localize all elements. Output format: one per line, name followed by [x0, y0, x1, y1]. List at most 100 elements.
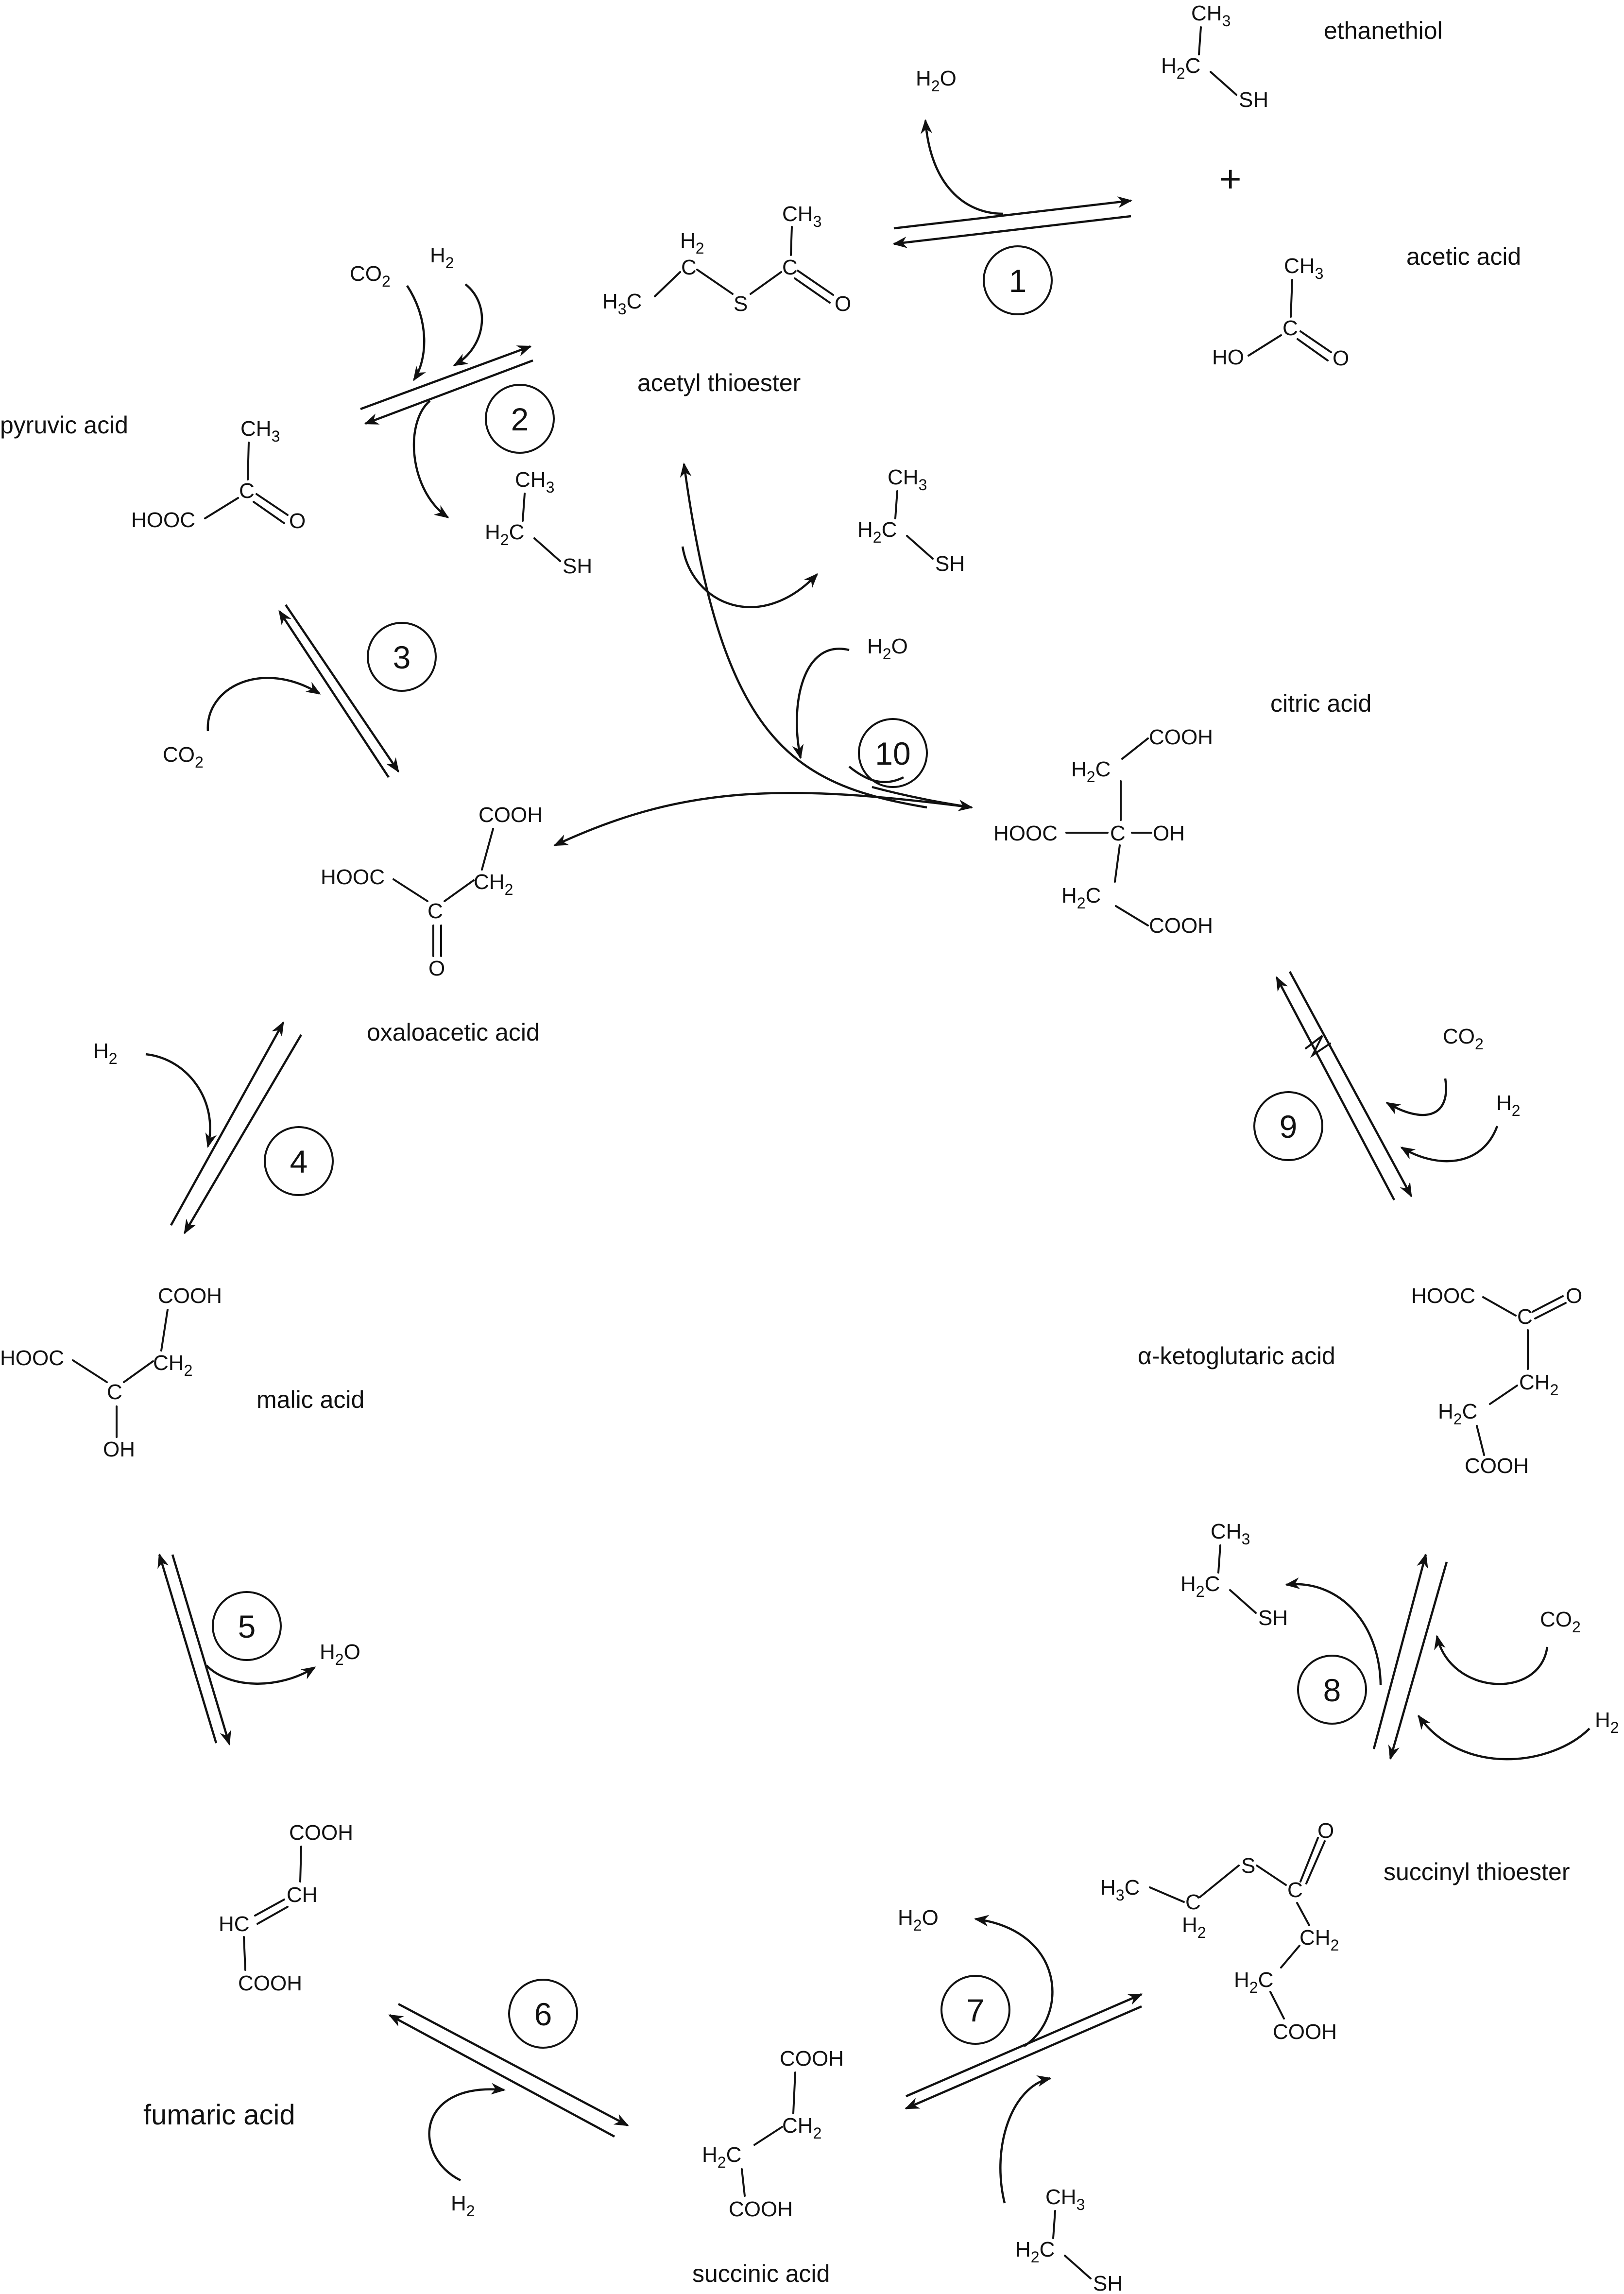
svg-text:O: O [835, 292, 851, 316]
svg-text:C: C [782, 256, 798, 279]
svg-text:10: 10 [875, 736, 910, 771]
reagent-co2-step3: CO2 [163, 743, 204, 771]
step-2-co2-uptake-arrow [406, 285, 426, 381]
svg-text:O: O [1566, 1284, 1582, 1308]
reagent-h2-step2: H2 [430, 243, 454, 272]
svg-text:CH3: CH3 [240, 417, 280, 445]
svg-text:CH3: CH3 [515, 468, 554, 496]
step-3-marker: 3 [367, 622, 437, 692]
svg-text:O: O [428, 957, 445, 980]
reagent-water-step5: H2O [320, 1640, 360, 1668]
svg-text:HOOC: HOOC [993, 822, 1058, 845]
step-6-marker: 6 [508, 1979, 578, 2049]
reagent-co2-step9: CO2 [1443, 1025, 1484, 1053]
step-2-h2-uptake-arrow [453, 283, 483, 366]
svg-text:3: 3 [393, 639, 411, 675]
step-10-ethanethiol-release-arrow [681, 546, 819, 608]
svg-text:H2C: H2C [1071, 757, 1111, 786]
svg-text:CH2: CH2 [1519, 1370, 1558, 1399]
svg-text:C: C [1517, 1305, 1533, 1329]
svg-text:COOH: COOH [479, 803, 543, 827]
step-5-water-release-arrow [205, 1664, 316, 1685]
malic-acid-structure: COOH CH2 HOOC C OH [0, 1284, 222, 1461]
svg-text:COOH: COOH [238, 1971, 302, 1995]
svg-text:COOH: COOH [1273, 2020, 1337, 2044]
step-1-marker: 1 [983, 245, 1053, 315]
step-8-ethanethiol-release-arrow [1285, 1577, 1382, 1685]
step-7-water-release-arrow [974, 1915, 1054, 2047]
svg-text:S: S [734, 292, 748, 316]
equilibrium-arrow-5 [157, 1553, 231, 1746]
svg-text:C: C [427, 899, 443, 923]
svg-text:C: C [1282, 316, 1298, 340]
alpha-ketoglutaric-acid-structure: HOOC C O CH2 H2C COOH [1411, 1284, 1582, 1478]
svg-text:H2C: H2C [1180, 1572, 1220, 1600]
label-acetyl-thioester: acetyl thioester [637, 369, 801, 396]
svg-text:COOH: COOH [1465, 1454, 1529, 1478]
svg-text:C: C [239, 479, 255, 503]
svg-text:COOH: COOH [289, 1821, 353, 1845]
step-10-water-uptake-arrow [792, 648, 850, 759]
step-8-co2-uptake-arrow [1434, 1635, 1549, 1685]
svg-text:8: 8 [1323, 1672, 1341, 1708]
svg-text:HOOC: HOOC [321, 865, 385, 889]
equilibrium-arrow-4 [170, 1021, 302, 1234]
step-9-h2-uptake-arrow [1400, 1126, 1499, 1163]
svg-text:H2C: H2C [702, 2143, 741, 2171]
equilibrium-arrow-2 [360, 345, 533, 425]
svg-text:COOH: COOH [729, 2197, 793, 2221]
svg-text:H3C: H3C [1100, 1876, 1140, 1904]
svg-text:CH3: CH3 [1045, 2185, 1085, 2213]
svg-text:CH3: CH3 [782, 202, 821, 230]
reagent-water-step10: H2O [867, 634, 908, 663]
label-fumaric-acid: fumaric acid [143, 2099, 295, 2131]
svg-text:H2: H2 [1182, 1913, 1206, 1941]
svg-text:CH3: CH3 [888, 465, 927, 494]
svg-text:H2C: H2C [485, 520, 524, 548]
svg-text:H2C: H2C [1161, 54, 1200, 82]
step-markers: 1 2 3 4 5 6 7 8 9 10 [212, 245, 1367, 2049]
side-reaction-arrows [145, 119, 1590, 2204]
succinyl-thioester-structure: S O H3C C H2 C CH2 H2C COOH [1100, 1819, 1339, 2044]
svg-text:5: 5 [238, 1609, 256, 1644]
step-2-marker: 2 [485, 384, 555, 454]
reagent-h2-step4: H2 [93, 1039, 118, 1067]
svg-text:CH3: CH3 [1191, 1, 1231, 30]
svg-text:1: 1 [1009, 263, 1027, 299]
step-4-marker: 4 [264, 1126, 334, 1196]
svg-text:H2C: H2C [1061, 884, 1101, 912]
label-succinyl-thioester: succinyl thioester [1384, 1858, 1570, 1885]
reagent-water-step1: H2O [916, 67, 957, 95]
equilibrium-arrow-8 [1372, 1553, 1448, 1760]
label-alpha-ketoglutaric-acid: α-ketoglutaric acid [1138, 1342, 1335, 1370]
svg-text:7: 7 [967, 1992, 985, 2028]
equilibrium-arrow-3 [278, 604, 399, 778]
label-oxaloacetic-acid: oxaloacetic acid [367, 1019, 540, 1046]
svg-text:HO: HO [1212, 345, 1244, 369]
step-10-oxaloacetic-acid-arrow [553, 791, 972, 847]
svg-text:H2C: H2C [1234, 1968, 1273, 1996]
equilibrium-arrow-1 [892, 196, 1132, 248]
step-10-marker-swoosh [848, 766, 905, 784]
pyruvic-acid-structure: CH3 C HOOC O [131, 417, 306, 533]
svg-text:COOH: COOH [1149, 914, 1213, 938]
svg-text:C: C [1110, 822, 1126, 845]
reagent-h2-step9: H2 [1496, 1091, 1521, 1119]
svg-text:C: C [107, 1380, 122, 1404]
ethanethiol-structure-step8: CH3 H2C SH [1180, 1520, 1288, 1630]
reagent-water-step7: H2O [898, 1906, 939, 1934]
succinic-acid-structure: COOH CH2 H2C COOH [702, 2047, 844, 2221]
equilibrium-arrows [157, 196, 1448, 2138]
svg-text:HOOC: HOOC [0, 1346, 64, 1370]
svg-text:H3C: H3C [602, 290, 642, 318]
svg-text:SH: SH [935, 552, 965, 576]
step-9-co2-uptake-arrow [1385, 1078, 1447, 1116]
fumaric-acid-structure: COOH CH HC COOH [219, 1821, 353, 1995]
svg-text:CH2: CH2 [782, 2114, 821, 2142]
svg-text:HOOC: HOOC [131, 508, 195, 532]
equilibrium-arrow-6 [388, 2003, 629, 2138]
svg-text:OH: OH [103, 1438, 135, 1461]
step-5-marker: 5 [212, 1591, 282, 1661]
reagent-co2-step2: CO2 [350, 262, 391, 290]
